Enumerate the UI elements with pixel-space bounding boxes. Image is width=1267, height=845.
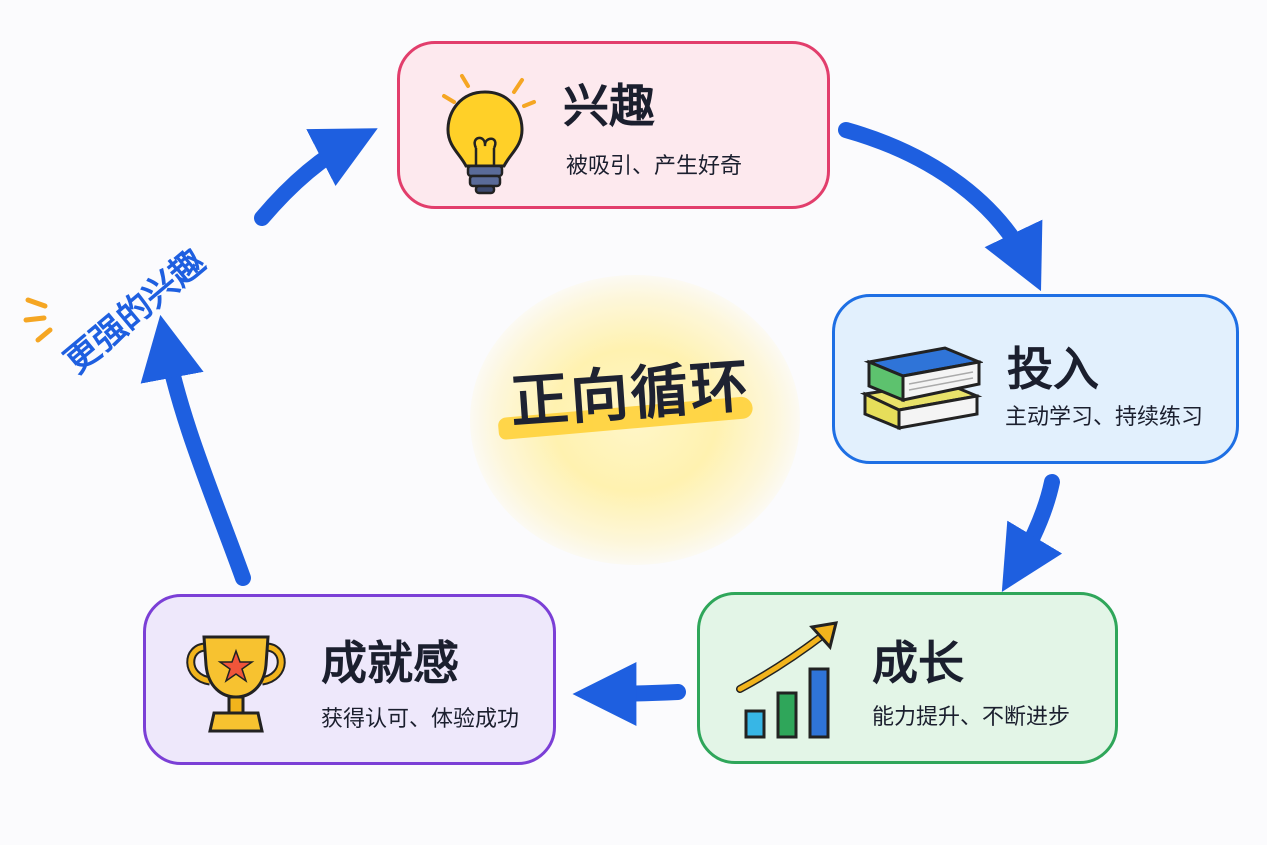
stage-subtitle-invest: 主动学习、持续练习	[1005, 405, 1204, 430]
stage-title-growth: 成长	[872, 636, 964, 690]
arrow-invest-to-growth	[1001, 474, 1063, 592]
arrow-interest-to-invest	[838, 122, 1043, 292]
stage-title-achievement: 成就感	[321, 636, 459, 690]
stage-card-growth: 成长 能力提升、不断进步	[697, 592, 1118, 764]
trophy-icon	[186, 635, 286, 733]
stage-title-interest: 兴趣	[563, 79, 655, 133]
stage-card-interest: 兴趣 被吸引、产生好奇	[397, 41, 830, 209]
center-title: 正向循环	[508, 351, 753, 437]
arrow-up-to-interest	[254, 128, 378, 226]
stage-subtitle-interest: 被吸引、产生好奇	[566, 154, 743, 179]
sparkle-icon	[23, 297, 53, 343]
growth-chart-icon	[736, 621, 839, 739]
arrow-achieve-to-up	[140, 314, 251, 586]
center-block: 正向循环	[490, 345, 770, 455]
stage-subtitle-growth: 能力提升、不断进步	[872, 705, 1071, 730]
arrow-growth-to-achieve	[572, 661, 686, 726]
stage-title-invest: 投入	[1007, 342, 1099, 396]
stage-subtitle-achievement: 获得认可、体验成功	[321, 707, 520, 732]
stage-card-achievement: 成就感 获得认可、体验成功	[143, 594, 556, 765]
books-icon	[859, 346, 983, 431]
lightbulb-icon	[442, 74, 536, 195]
stage-card-invest: 投入 主动学习、持续练习	[832, 294, 1239, 464]
